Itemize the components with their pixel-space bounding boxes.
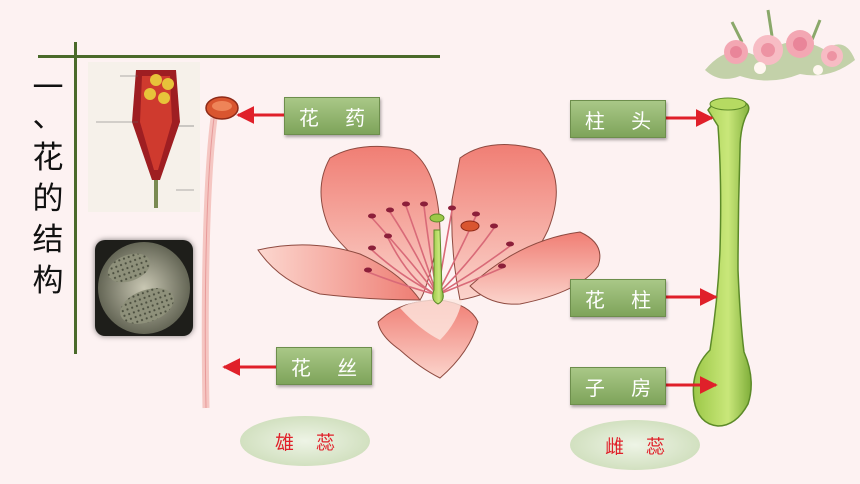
- label-ovary: 子 房: [570, 367, 666, 405]
- flower-illustration: [257, 144, 601, 379]
- label-filament: 花 丝: [276, 347, 372, 385]
- stamen-illustration: [201, 96, 239, 409]
- group-label-pistil: 雌 蕊: [570, 420, 700, 470]
- rose-decoration: [705, 9, 855, 81]
- stamen-section-illustration: [88, 62, 200, 212]
- title-char: 花: [32, 140, 64, 176]
- title-char: 一: [32, 70, 64, 106]
- title-char: 结: [32, 222, 64, 258]
- label-anther: 花 药: [284, 97, 380, 135]
- pistil-illustration: [692, 97, 752, 427]
- title-char: 的: [32, 181, 64, 217]
- label-style: 花 柱: [570, 279, 666, 317]
- title-rule-horizontal: [38, 55, 440, 58]
- title-char: 构: [32, 263, 64, 299]
- label-stigma: 柱 头: [570, 100, 666, 138]
- pollen-micrograph: [95, 240, 193, 336]
- group-label-stamen: 雄 蕊: [240, 416, 370, 466]
- callout-arrows: [222, 106, 718, 394]
- title-char: 、: [32, 99, 64, 135]
- page-title: 一 、 花 的 结 构: [30, 68, 66, 302]
- title-rule-vertical: [74, 42, 77, 354]
